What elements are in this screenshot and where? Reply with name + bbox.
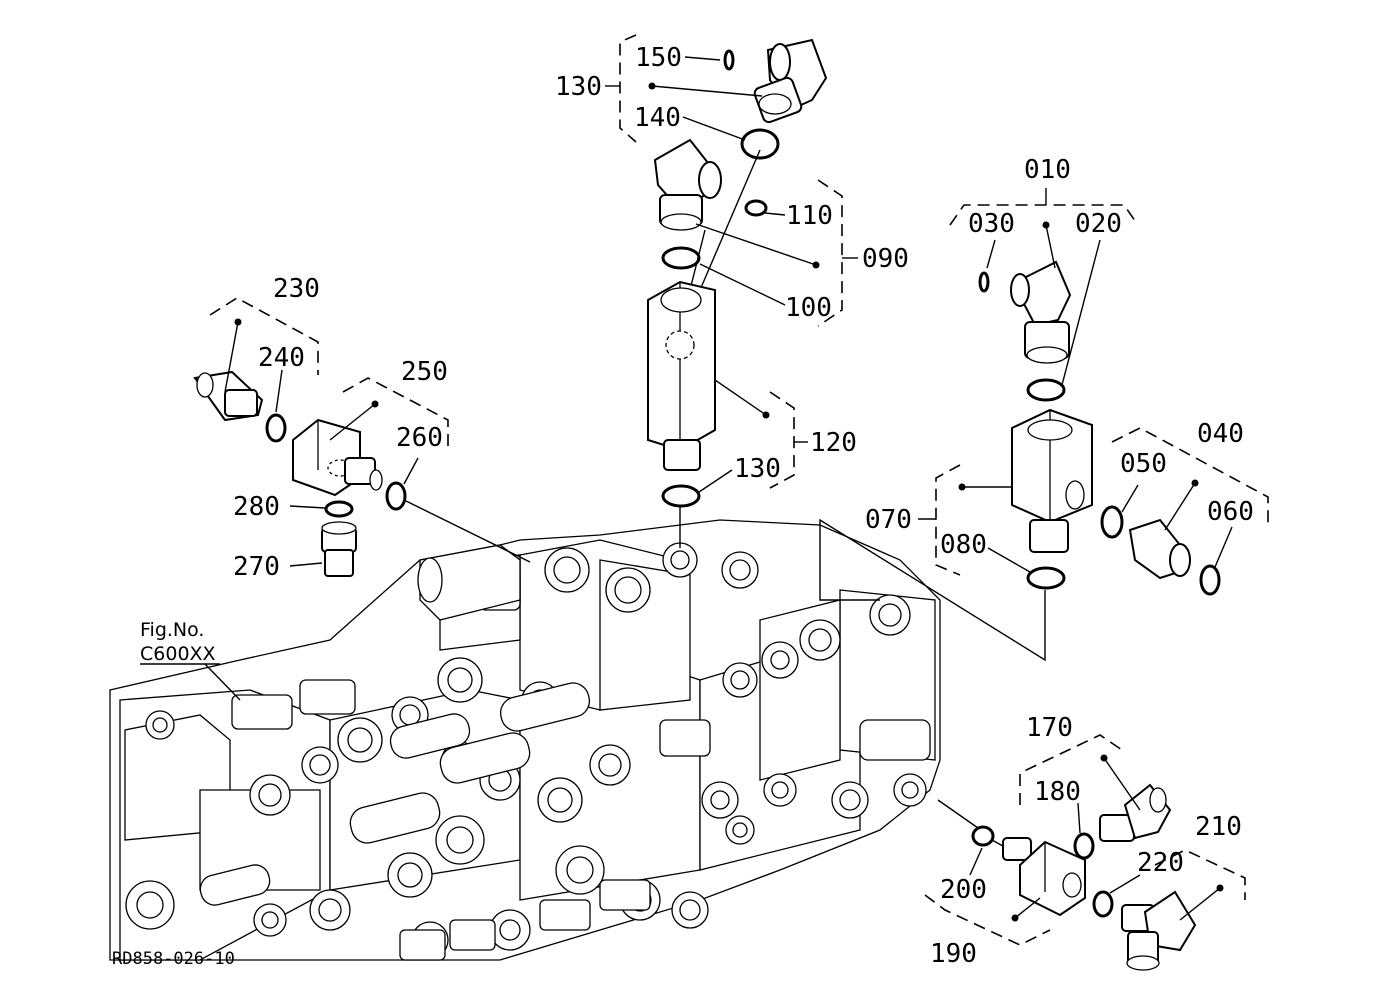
- drawing-code: RD858-026-10: [112, 949, 235, 969]
- o-ring-280: [324, 500, 354, 518]
- callout-260: 260: [396, 423, 443, 453]
- callout-100: 100: [785, 293, 832, 323]
- o-ring-060: [1199, 564, 1221, 596]
- adapter-190: [1002, 837, 1086, 917]
- callout-090: 090: [862, 244, 909, 274]
- connector-040: [1100, 505, 1221, 596]
- callout-240: 240: [258, 343, 305, 373]
- callout-080: 080: [940, 530, 987, 560]
- assembly-brackets: [209, 34, 1269, 946]
- callout-160: 150: [635, 43, 682, 73]
- callout-140: 130: [555, 72, 602, 102]
- o-ring-020: [1026, 378, 1066, 402]
- callout-050: 050: [1120, 449, 1167, 479]
- callout-060: 060: [1207, 497, 1254, 527]
- callout-110: 110: [786, 201, 833, 231]
- elbow-fitting-140: [753, 38, 828, 124]
- o-ring-130: [661, 484, 701, 508]
- o-ring-110: [744, 199, 768, 217]
- callout-230: 230: [273, 274, 320, 304]
- o-ring-080: [1026, 566, 1066, 590]
- o-ring-030: [978, 271, 990, 293]
- o-ring-260: [385, 481, 407, 511]
- callout-leaders: [140, 56, 1233, 922]
- callout-150: 140: [634, 103, 681, 133]
- elbow-fitting-010: [1010, 260, 1072, 364]
- valve-block-120: [647, 280, 716, 471]
- o-ring-240: [265, 413, 287, 443]
- callout-220: 220: [1137, 848, 1184, 878]
- callout-270: 270: [233, 552, 280, 582]
- o-ring-100: [661, 246, 701, 270]
- plug-270: [321, 521, 357, 577]
- elbow-fitting-170: [1099, 783, 1172, 842]
- callout-250: 250: [401, 357, 448, 387]
- o-ring-050: [1100, 505, 1124, 539]
- callout-170: 170: [1026, 713, 1073, 743]
- control-valve-body: [109, 519, 941, 961]
- callout-020: 020: [1075, 209, 1122, 239]
- callout-200: 200: [940, 875, 987, 905]
- o-ring-150: [740, 128, 780, 160]
- o-ring-220: [1092, 890, 1114, 918]
- callout-190: 190: [930, 939, 977, 969]
- o-ring-160: [723, 49, 735, 71]
- callout-180: 180: [1034, 777, 1081, 807]
- callout-030: 030: [968, 209, 1015, 239]
- callout-010: 010: [1024, 155, 1071, 185]
- block-250: [292, 418, 383, 497]
- fitting-230: [193, 370, 264, 422]
- elbow-fitting-090: [653, 138, 722, 231]
- o-ring-200: [971, 825, 995, 847]
- callout-210: 210: [1195, 812, 1242, 842]
- callout-280: 280: [233, 492, 280, 522]
- callout-070: 070: [865, 505, 912, 535]
- callout-130: 130: [734, 454, 781, 484]
- tee-block-070: [1011, 408, 1093, 553]
- figure-reference-line2: C600XX: [140, 643, 216, 665]
- callout-040: 040: [1197, 419, 1244, 449]
- figure-reference-line1: Fig.No.: [140, 619, 204, 641]
- o-ring-180: [1073, 832, 1095, 860]
- elbow-fitting-210: [1121, 890, 1197, 971]
- callout-labels: 150 130 140 110 090 100 120 130 010 030 …: [233, 43, 1254, 969]
- callout-120: 120: [810, 428, 857, 458]
